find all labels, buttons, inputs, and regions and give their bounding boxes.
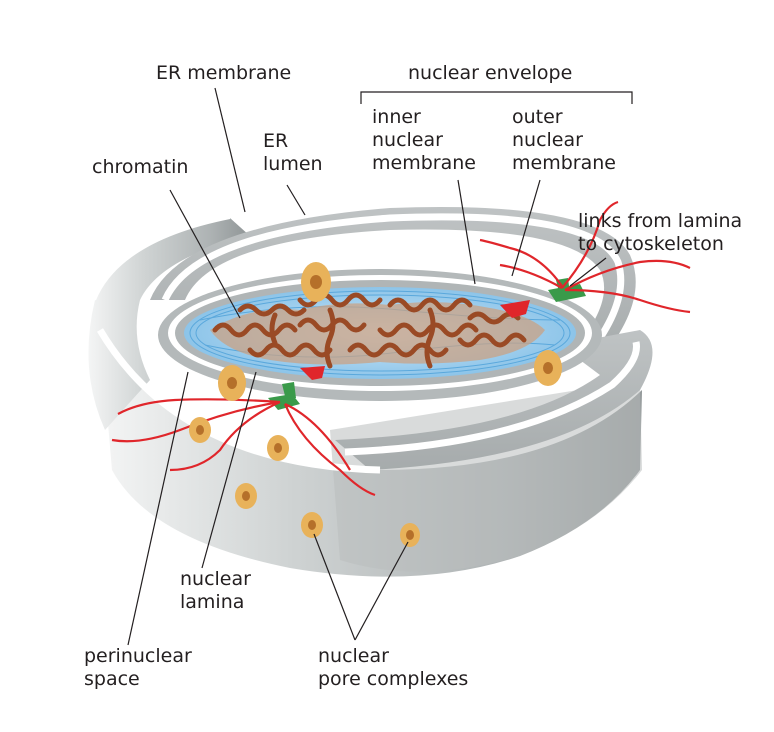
pore-wall-3 bbox=[235, 483, 257, 509]
label-inner-nuclear-membrane: inner nuclear membrane bbox=[372, 106, 476, 174]
lamina-links bbox=[268, 278, 586, 410]
outer-nuclear-membrane-top bbox=[150, 206, 636, 360]
label-nuclear-pore-complexes: nuclear pore complexes bbox=[318, 645, 469, 690]
leader-lines bbox=[127, 87, 633, 646]
label-outer-nuclear-membrane: outer nuclear membrane bbox=[512, 106, 616, 174]
pore-wall-4 bbox=[301, 512, 323, 538]
label-er-lumen: ER lumen bbox=[263, 130, 323, 175]
label-links-lamina-cytoskeleton: links from lamina to cytoskeleton bbox=[578, 210, 743, 255]
er-tube bbox=[88, 217, 250, 430]
label-er-membrane: ER membrane bbox=[156, 62, 292, 84]
label-nuclear-lamina: nuclear lamina bbox=[180, 568, 251, 613]
pore-wall-5 bbox=[400, 523, 420, 547]
cytoskeleton-filaments bbox=[111, 200, 691, 497]
label-nuclear-envelope: nuclear envelope bbox=[408, 62, 573, 84]
pore-wall-1 bbox=[189, 417, 211, 443]
label-perinuclear-space: perinuclear space bbox=[84, 645, 192, 690]
label-chromatin: chromatin bbox=[92, 156, 189, 178]
pore-right bbox=[534, 350, 562, 386]
nuclear-pore-complexes bbox=[189, 262, 562, 547]
pore-top bbox=[301, 262, 331, 302]
pore-wall-2 bbox=[267, 435, 289, 461]
pore-left bbox=[218, 365, 246, 401]
